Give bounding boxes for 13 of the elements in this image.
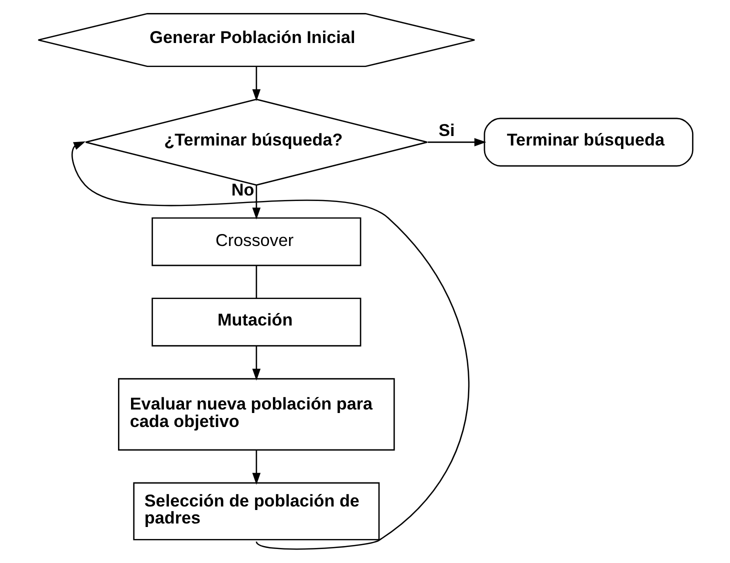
arrow: [427, 138, 486, 146]
connector: [255, 266, 257, 298]
edge-label: Si: [438, 120, 454, 140]
node-box: Crossover: [151, 217, 361, 266]
arrow: [252, 185, 260, 220]
arrow: [252, 346, 260, 381]
node-box: Mutación: [151, 298, 361, 346]
arrow: [252, 450, 260, 485]
node-box: Selección de población de padres: [132, 482, 380, 540]
node-box: Terminar búsqueda: [483, 118, 693, 167]
arrow: [71, 141, 469, 550]
node-box: Evaluar nueva población para cada objetivo: [118, 378, 394, 451]
arrow: [252, 66, 260, 102]
